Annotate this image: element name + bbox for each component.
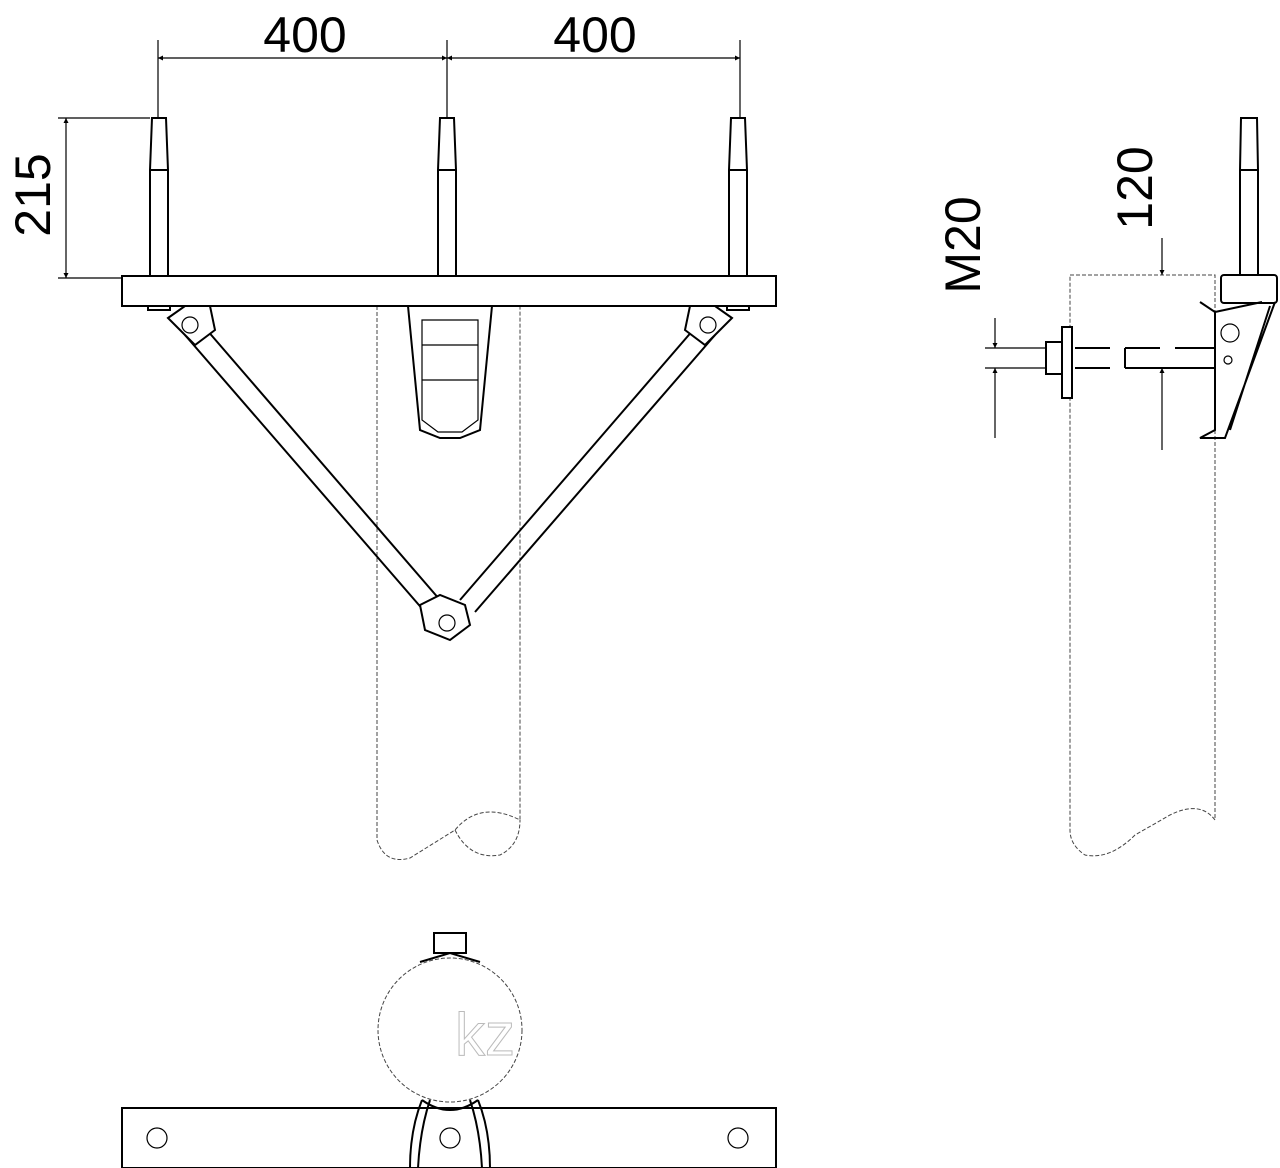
dimension-label-pin-height: 215 — [5, 153, 61, 236]
mount-hole-right — [727, 1127, 749, 1149]
side-bracket — [1199, 301, 1276, 439]
watermark: kz — [455, 1001, 515, 1068]
dimension-215 — [58, 117, 150, 279]
crossbar — [121, 275, 777, 307]
mount-hole-left — [146, 1127, 168, 1149]
side-pole-outline — [1069, 274, 1216, 857]
braces — [166, 305, 734, 642]
side-nut — [1220, 274, 1278, 304]
pole-outline — [376, 306, 521, 860]
dimension-label-spacing-left: 400 — [263, 7, 346, 63]
top-clamp — [409, 1099, 491, 1168]
dimension-400-left — [157, 40, 741, 118]
top-crossbar — [121, 1107, 777, 1168]
dimension-label-offset: 120 — [1107, 146, 1163, 229]
washer — [1061, 326, 1073, 399]
side-pin — [1239, 117, 1259, 275]
front-view: 400 400 215 — [5, 7, 777, 860]
dimension-m20 — [985, 318, 1046, 438]
pole-section — [377, 957, 523, 1103]
pole-clamp — [407, 305, 493, 439]
bolt-nut — [1045, 341, 1063, 375]
top-nut — [433, 932, 467, 954]
dimension-label-spacing-right: 400 — [553, 7, 636, 63]
dimension-label-bolt-size: M20 — [935, 196, 991, 293]
bolt — [1075, 347, 1215, 369]
mount-hole-center — [439, 1127, 461, 1149]
side-view: M20 120 — [935, 117, 1278, 857]
top-view: kz — [121, 932, 777, 1168]
